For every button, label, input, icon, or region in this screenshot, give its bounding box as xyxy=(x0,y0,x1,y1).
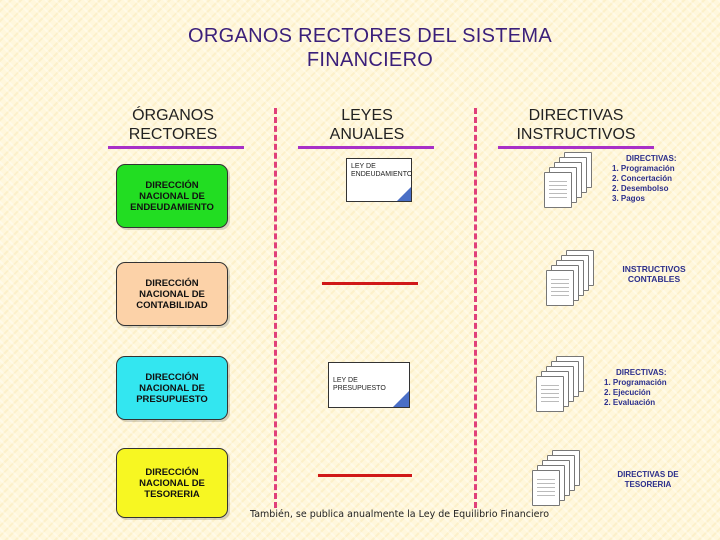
law-document-endeudamiento: LEY DE ENDEUDAMIENTO xyxy=(346,158,412,202)
instructivos-contabilidad: INSTRUCTIVOS CONTABLES xyxy=(622,264,686,284)
folded-corner-icon xyxy=(397,187,411,201)
directivas-tesoreria: DIRECTIVAS DE TESORERIA xyxy=(617,470,679,489)
document-stack-icon xyxy=(536,356,596,416)
law-line-contabilidad xyxy=(322,282,418,285)
header-leyes: LEYES ANUALES xyxy=(329,107,405,143)
organ-presupuesto: DIRECCIÓN NACIONAL DE PRESUPUESTO xyxy=(116,356,228,420)
law-document-presupuesto: LEY DE PRESUPUESTO xyxy=(328,362,410,408)
law-line-tesoreria xyxy=(318,474,412,477)
header-directivas-underline xyxy=(498,146,654,149)
header-leyes-underline xyxy=(298,146,434,149)
folded-corner-icon xyxy=(393,391,409,407)
page-title: ORGANOS RECTORES DEL SISTEMA FINANCIERO xyxy=(187,25,553,71)
separator-right xyxy=(474,108,477,508)
document-stack-icon xyxy=(546,250,606,310)
document-stack-icon xyxy=(544,152,604,212)
header-organos: ÓRGANOS RECTORES xyxy=(128,107,218,143)
header-organos-underline xyxy=(108,146,244,149)
organ-endeudamiento: DIRECCIÓN NACIONAL DE ENDEUDAMIENTO xyxy=(116,164,228,228)
header-directivas: DIRECTIVAS INSTRUCTIVOS xyxy=(516,107,636,143)
directivas-presupuesto: DIRECTIVAS: 1. Programación 2. Ejecución… xyxy=(604,368,667,407)
separator-left xyxy=(274,108,277,508)
organ-contabilidad: DIRECCIÓN NACIONAL DE CONTABILIDAD xyxy=(116,262,228,326)
footer-note: También, se publica anualmente la Ley de… xyxy=(250,509,550,520)
document-stack-icon xyxy=(532,450,592,510)
organ-tesoreria: DIRECCIÓN NACIONAL DE TESORERIA xyxy=(116,448,228,518)
directivas-endeudamiento: DIRECTIVAS: 1. Programación 2. Concertac… xyxy=(612,154,677,203)
